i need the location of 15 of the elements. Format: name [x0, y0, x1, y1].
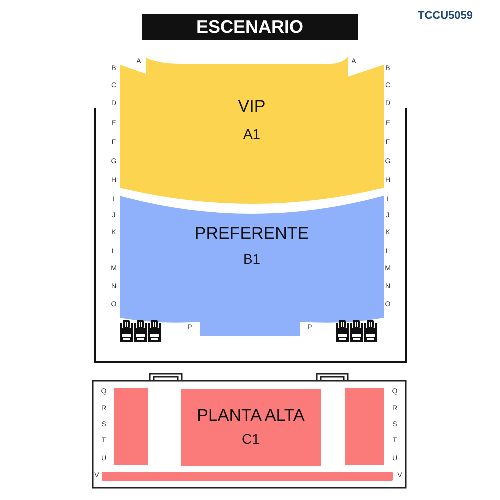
seating-block	[114, 388, 148, 465]
chart-code: TCCU5059	[418, 10, 474, 22]
seating-row-bar	[102, 472, 393, 481]
preferente-section	[120, 196, 384, 337]
section-code: B1	[243, 251, 261, 267]
vip-section	[120, 57, 384, 207]
seating-block	[345, 388, 384, 465]
section-name: PLANTA ALTA	[197, 406, 305, 426]
stage-block	[142, 14, 358, 40]
section-code: C1	[242, 431, 260, 447]
section-code: A1	[243, 126, 261, 142]
section-name: VIP	[238, 96, 266, 116]
planta-alta-section	[181, 389, 321, 466]
section-name: PREFERENTE	[194, 224, 310, 244]
stage-label: ESCENARIO	[196, 17, 304, 38]
